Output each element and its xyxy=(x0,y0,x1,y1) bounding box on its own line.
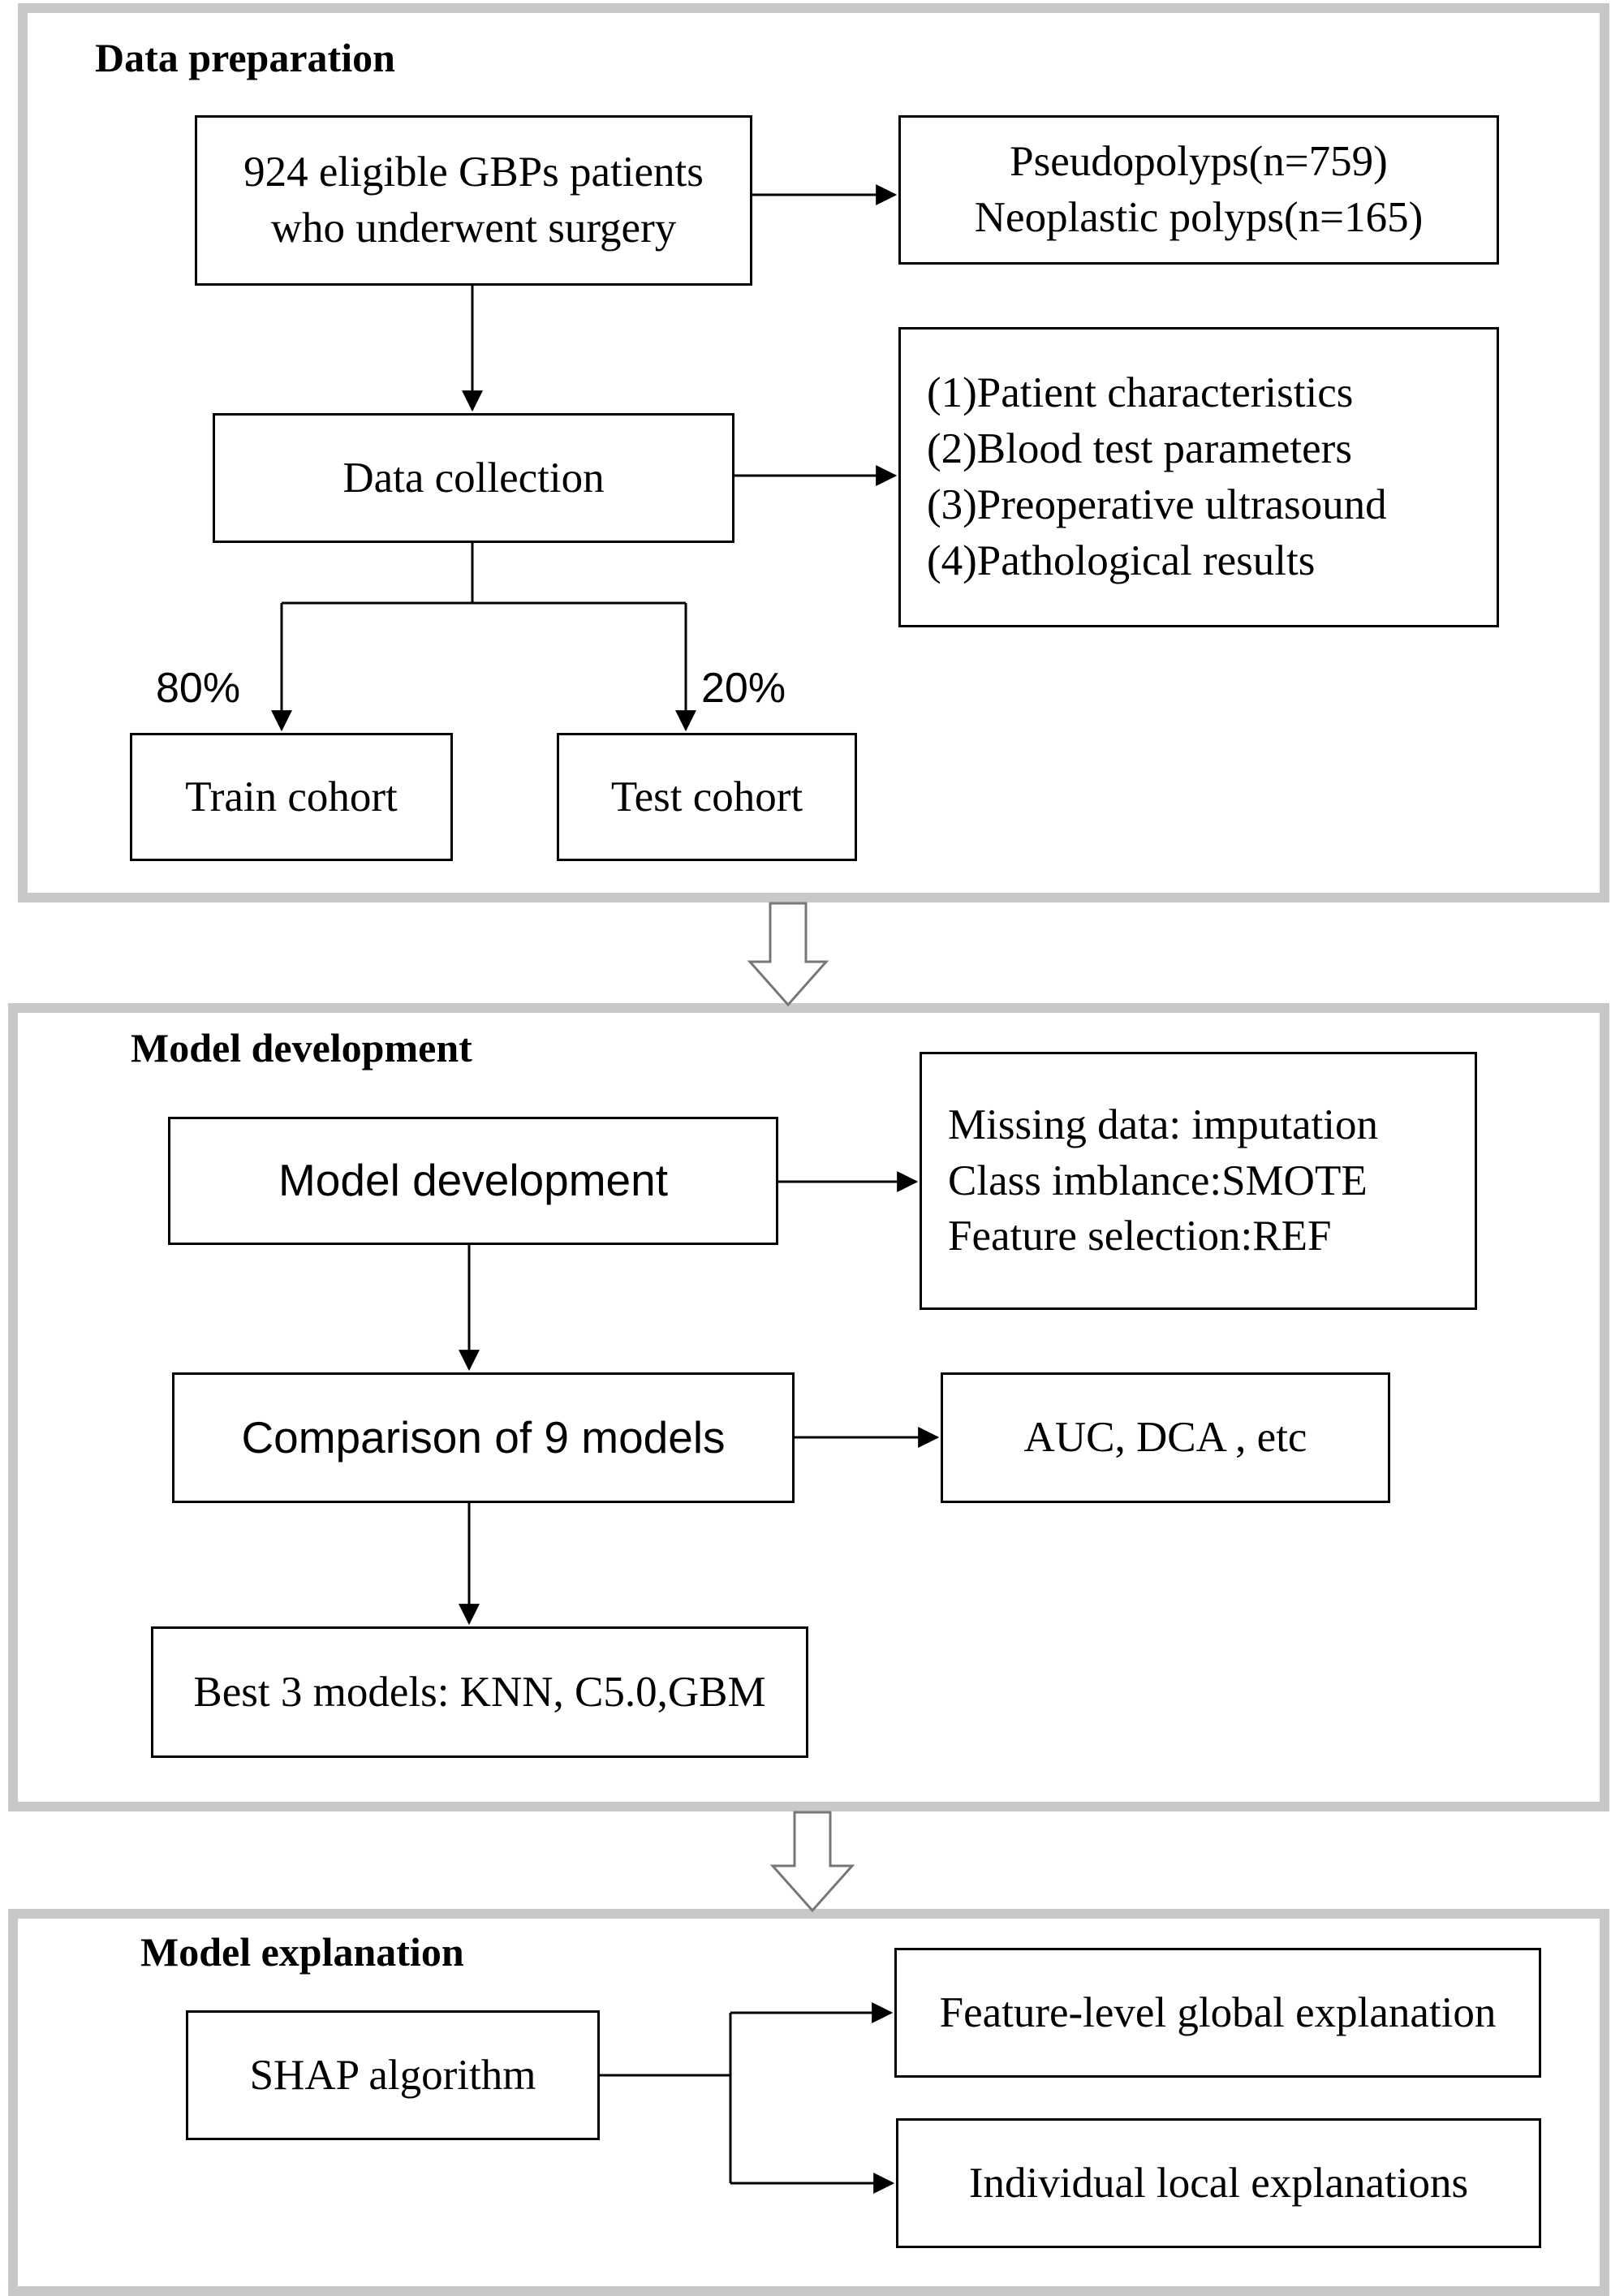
data-item-1: (1)Patient characteristics xyxy=(927,369,1354,417)
patients-box: 924 eligible GBPs patients who underwent… xyxy=(195,115,752,286)
train-percent: 80% xyxy=(156,665,241,712)
comparison-label: Comparison of 9 models xyxy=(241,1411,726,1462)
outcome-pseudopolyps: Pseudopolyps(n=759) xyxy=(1010,138,1388,186)
model-development-title: Model development xyxy=(131,1025,472,1070)
best-models-box: Best 3 models: KNN, C5.0,GBM xyxy=(151,1626,808,1758)
comparison-box: Comparison of 9 models xyxy=(172,1372,795,1503)
data-collection-label: Data collection xyxy=(342,454,605,502)
data-item-3: (3)Preoperative ultrasound xyxy=(927,481,1387,528)
model-explanation-title: Model explanation xyxy=(140,1929,464,1975)
patients-line-2: who underwent surgery xyxy=(270,205,677,252)
block-arrow-1 xyxy=(747,902,829,1007)
patients-line-1: 924 eligible GBPs patients xyxy=(243,149,704,196)
train-cohort-label: Train cohort xyxy=(185,773,398,821)
outcome-neoplastic: Neoplastic polyps(n=165) xyxy=(974,194,1424,241)
preprocessing-smote: Class imblance:SMOTE xyxy=(948,1157,1368,1204)
data-preparation-title: Data preparation xyxy=(95,35,395,80)
model-development-box: Model development xyxy=(168,1117,778,1245)
data-collection-box: Data collection xyxy=(213,413,734,543)
local-explanation-label: Individual local explanations xyxy=(968,2159,1469,2207)
global-explanation-box: Feature-level global explanation xyxy=(894,1948,1541,2078)
split-line xyxy=(282,543,474,605)
data-item-4: (4)Pathological results xyxy=(927,536,1316,584)
preprocessing-feature-selection: Feature selection:REF xyxy=(948,1213,1332,1260)
metrics-box: AUC, DCA , etc xyxy=(941,1372,1390,1503)
shap-box: SHAP algorithm xyxy=(186,2010,600,2140)
shap-label: SHAP algorithm xyxy=(249,2051,536,2099)
data-items-box: (1)Patient characteristics (2)Blood test… xyxy=(898,327,1499,627)
model-explanation-panel xyxy=(8,1909,1609,2296)
block-arrow-2 xyxy=(769,1811,855,1913)
model-development-label: Model development xyxy=(278,1155,668,1206)
best-models-label: Best 3 models: KNN, C5.0,GBM xyxy=(193,1668,766,1716)
preprocessing-box: Missing data: imputation Class imblance:… xyxy=(920,1052,1477,1310)
global-explanation-label: Feature-level global explanation xyxy=(939,1988,1497,2036)
data-item-2: (2)Blood test parameters xyxy=(927,425,1352,473)
local-explanation-box: Individual local explanations xyxy=(896,2118,1541,2248)
outcomes-box: Pseudopolyps(n=759) Neoplastic polyps(n=… xyxy=(898,115,1499,265)
metrics-label: AUC, DCA , etc xyxy=(1023,1414,1307,1462)
test-cohort-box: Test cohort xyxy=(557,733,857,861)
test-percent: 20% xyxy=(701,665,786,712)
test-cohort-label: Test cohort xyxy=(610,773,803,821)
preprocessing-imputation: Missing data: imputation xyxy=(948,1101,1378,1148)
train-cohort-box: Train cohort xyxy=(130,733,453,861)
